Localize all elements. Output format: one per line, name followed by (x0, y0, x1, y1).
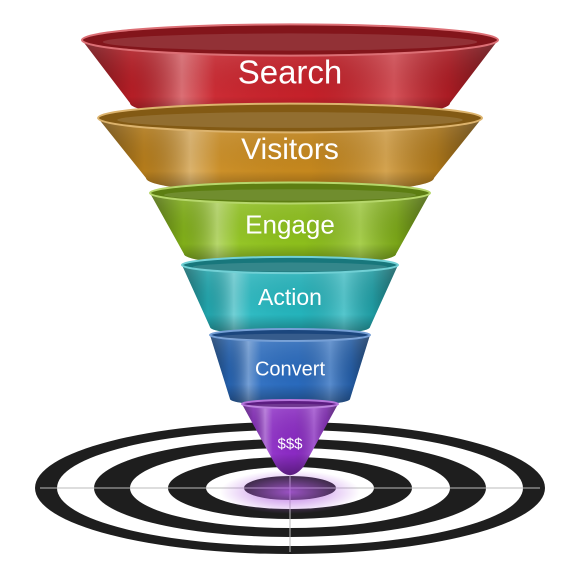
funnel-stage-visitors: Visitors (97, 102, 483, 194)
funnel-stage-rim-shading (150, 193, 430, 266)
funnel-stage-label: $$$ (277, 436, 303, 453)
target-bullseye (35, 422, 545, 554)
funnel-stage-top-highlight (192, 262, 388, 272)
funnel-stage-top-highlight (117, 112, 463, 128)
funnel-stage-rim-shading (242, 404, 338, 475)
funnel-stage-top-highlight (246, 403, 334, 409)
funnel-stage-top-highlight (218, 333, 362, 341)
funnel-stage-top-rim (209, 328, 371, 342)
funnel-stage-top-highlight (164, 189, 416, 201)
funnel-stage-rim-shading (182, 265, 398, 336)
funnel-stage-label: Search (238, 53, 343, 90)
funnel-stage-rim-shading (82, 40, 498, 121)
funnel-stage-label: Action (258, 284, 322, 310)
funnel-stage-label: Visitors (241, 133, 339, 166)
funnel-stage-rim-shading (210, 335, 370, 406)
funnel-stage-top-rim (81, 23, 499, 57)
funnel-stage-engage: Engage (149, 181, 431, 266)
funnel-stage-convert: Convert (209, 328, 371, 406)
funnel-stage-rim-shading (98, 118, 482, 194)
funnel-stage-top-rim (149, 181, 431, 205)
funnel-stage-search: Search (81, 23, 499, 121)
funnel-stage-label: Engage (245, 209, 335, 239)
funnel-stage-top-rim (97, 102, 483, 134)
funnel-stage-money: $$$ (241, 399, 339, 475)
target-glow (220, 470, 360, 514)
funnel-stage-label: Convert (255, 358, 325, 380)
funnel-stage-top-rim (181, 255, 399, 275)
funnel-stage-top-rim (241, 399, 339, 409)
funnel-stage-action: Action (181, 255, 399, 336)
funnel-stage-top-highlight (102, 33, 478, 51)
